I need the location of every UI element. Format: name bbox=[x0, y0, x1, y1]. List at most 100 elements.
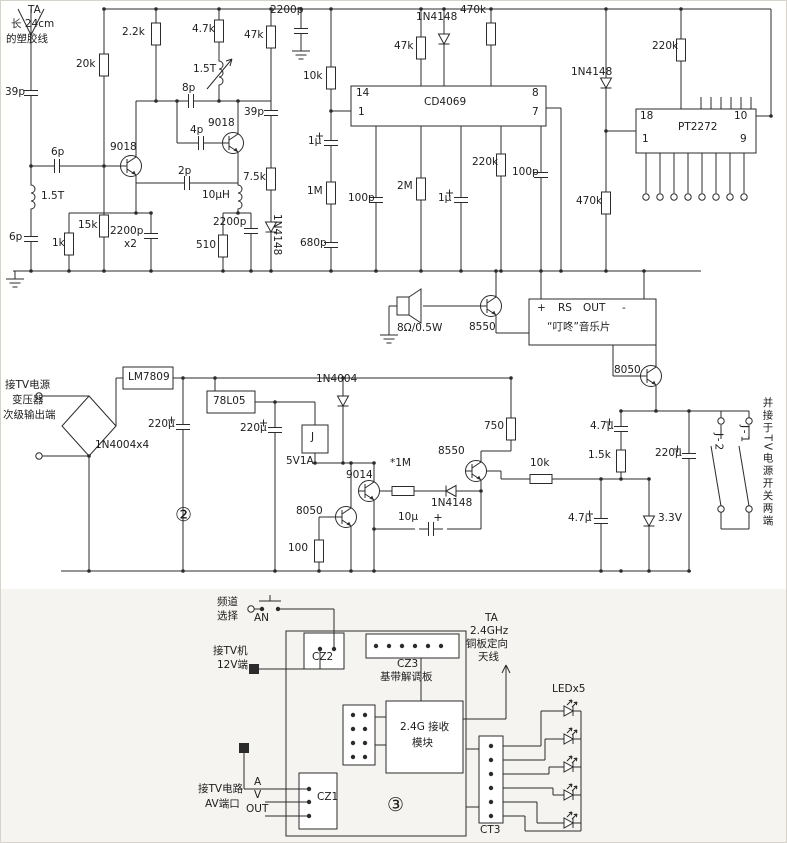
connector-cz1-box bbox=[298, 772, 338, 830]
polarized-capacitor-symbol bbox=[674, 444, 696, 468]
resistor-symbol bbox=[64, 227, 74, 261]
inductor-symbol bbox=[30, 182, 36, 212]
capacitor-symbol bbox=[533, 162, 549, 188]
capacitor-symbol bbox=[293, 18, 309, 44]
resistor-symbol bbox=[601, 186, 611, 220]
output-terminal bbox=[642, 193, 650, 201]
terminal-circle bbox=[745, 505, 753, 513]
solder-tab bbox=[239, 743, 249, 753]
connector-cz2-box bbox=[303, 632, 345, 670]
output-terminal bbox=[670, 193, 678, 201]
resistor-symbol bbox=[506, 412, 516, 446]
resistor-symbol bbox=[416, 31, 426, 65]
terminal-circle bbox=[35, 392, 43, 400]
relay-j-box bbox=[301, 424, 329, 454]
ground-icon bbox=[379, 326, 399, 344]
terminal-circle bbox=[247, 605, 255, 613]
polarized-capacitor-symbol bbox=[168, 415, 190, 439]
resistor-symbol bbox=[386, 486, 420, 496]
resistor-symbol bbox=[496, 148, 506, 182]
wires-rf-decoder-section bbox=[13, 8, 772, 272]
diode-symbol bbox=[337, 388, 349, 414]
output-terminal bbox=[740, 193, 748, 201]
transistor-symbol bbox=[639, 361, 662, 391]
bridge-rectifier bbox=[61, 395, 117, 457]
module-pin-grid-box bbox=[342, 704, 376, 766]
capacitor-symbol bbox=[23, 80, 39, 106]
rf-module-box bbox=[385, 700, 464, 774]
diode-symbol bbox=[438, 26, 450, 52]
speaker-icon bbox=[396, 288, 422, 324]
transistor-symbol bbox=[119, 151, 142, 181]
transistor-symbol bbox=[221, 128, 244, 158]
capacitor-symbol bbox=[44, 158, 70, 174]
regulator-lm7809-box bbox=[122, 366, 174, 390]
polarized-capacitor-symbol bbox=[586, 509, 608, 533]
polarized-capacitor-symbol bbox=[260, 418, 282, 442]
capacitor-symbol bbox=[263, 100, 279, 126]
diode-symbol bbox=[265, 214, 277, 240]
output-terminal bbox=[656, 193, 664, 201]
ground-icon bbox=[5, 270, 25, 288]
resistor-symbol bbox=[99, 48, 109, 82]
terminal-circle bbox=[717, 505, 725, 513]
junction-dots bbox=[29, 7, 773, 573]
diode-symbol bbox=[438, 485, 464, 497]
resistor-symbol bbox=[326, 176, 336, 210]
transistor-symbol bbox=[334, 502, 357, 532]
zener-diode-symbol bbox=[643, 508, 655, 534]
terminal-circle bbox=[35, 452, 43, 460]
inductor-symbol bbox=[218, 58, 224, 88]
capacitor-symbol bbox=[174, 175, 200, 191]
polarized-capacitor-symbol bbox=[606, 417, 628, 441]
baseband-board-box bbox=[285, 630, 467, 837]
capacitor-symbol bbox=[178, 93, 204, 109]
music-chip-box bbox=[528, 298, 657, 346]
polarized-capacitor-symbol bbox=[446, 188, 468, 212]
resistor-symbol bbox=[218, 229, 228, 263]
capacitor-symbol bbox=[243, 218, 259, 244]
transistor-symbol bbox=[464, 456, 487, 486]
terminal-circle bbox=[717, 417, 725, 425]
ic-cd4069-box bbox=[350, 85, 547, 127]
connector-pin-dots bbox=[259, 606, 494, 819]
diode-symbol bbox=[600, 70, 612, 96]
polarized-capacitor-symbol bbox=[316, 131, 338, 155]
resistor-symbol bbox=[326, 61, 336, 95]
variable-inductor-arrow bbox=[206, 58, 233, 90]
resistor-symbol bbox=[616, 444, 626, 478]
capacitor-symbol bbox=[368, 187, 384, 213]
ground-icon bbox=[291, 42, 311, 60]
ic-pt2272-box bbox=[635, 108, 757, 154]
resistor-symbol bbox=[99, 209, 109, 243]
capacitor-symbol bbox=[143, 223, 159, 249]
resistor-symbol bbox=[266, 162, 276, 196]
resistor-symbol bbox=[676, 33, 686, 67]
capacitor-symbol bbox=[23, 226, 39, 252]
solder-tab bbox=[249, 664, 259, 674]
terminal-circle bbox=[745, 417, 753, 425]
resistor-symbol bbox=[314, 534, 324, 568]
component-boxes bbox=[61, 85, 757, 837]
transistor-symbol bbox=[357, 476, 380, 506]
connector-cz3-box bbox=[365, 633, 460, 659]
connector-ct3-box bbox=[478, 735, 504, 824]
output-terminal bbox=[726, 193, 734, 201]
regulator-78l05-box bbox=[206, 390, 256, 414]
resistor-symbol bbox=[416, 172, 426, 206]
transistor-symbol bbox=[479, 291, 502, 321]
capacitor-symbol bbox=[188, 135, 214, 151]
resistor-symbol bbox=[266, 20, 276, 54]
wires-receiver-board-section bbox=[243, 595, 582, 832]
output-terminal bbox=[684, 193, 692, 201]
inductor-symbol bbox=[237, 182, 243, 212]
resistor-symbol bbox=[151, 17, 161, 51]
capacitor-symbol bbox=[323, 232, 339, 258]
resistor-symbol bbox=[524, 474, 558, 484]
resistor-symbol bbox=[486, 17, 496, 51]
resistor-symbol bbox=[214, 14, 224, 48]
output-terminal bbox=[698, 193, 706, 201]
polarized-capacitor-symbol bbox=[419, 514, 443, 536]
